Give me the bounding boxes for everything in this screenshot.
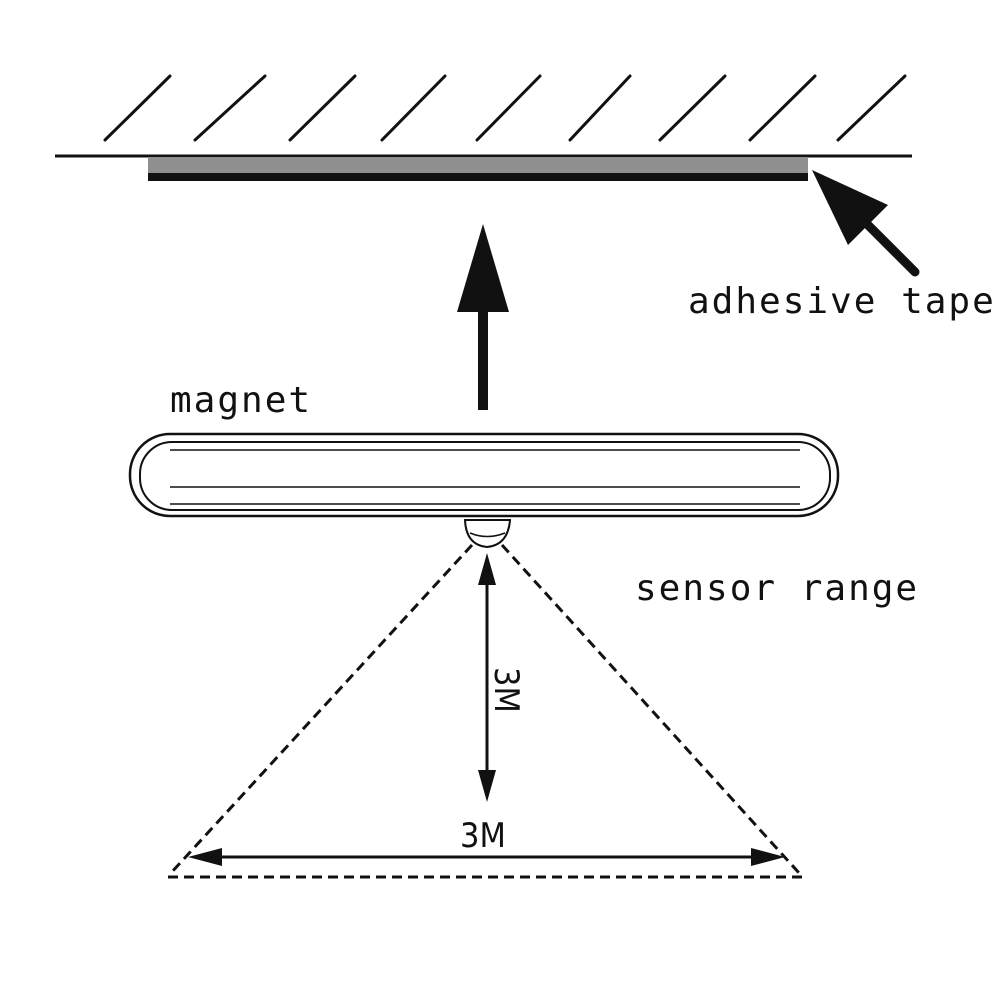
adhesive-tape-label: adhesive tape <box>688 281 996 322</box>
vertical-range-label: 3M <box>486 667 526 713</box>
sensor-range-label: sensor range <box>635 568 919 609</box>
adhesive-tape-strip <box>148 157 808 173</box>
horizontal-dimension-arrow <box>188 848 785 866</box>
vertical-dimension-arrow <box>478 553 496 802</box>
adhesive-tape-backing <box>148 173 808 181</box>
light-bar <box>128 432 840 518</box>
horizontal-range-label: 3M <box>460 816 506 856</box>
mounting-direction-arrow <box>457 224 509 410</box>
detection-cone <box>168 543 803 879</box>
ceiling-hatching <box>103 74 907 142</box>
adhesive-tape-pointer-arrow <box>812 170 920 277</box>
magnet-label: magnet <box>170 380 312 421</box>
motion-sensor-dome <box>463 519 512 549</box>
